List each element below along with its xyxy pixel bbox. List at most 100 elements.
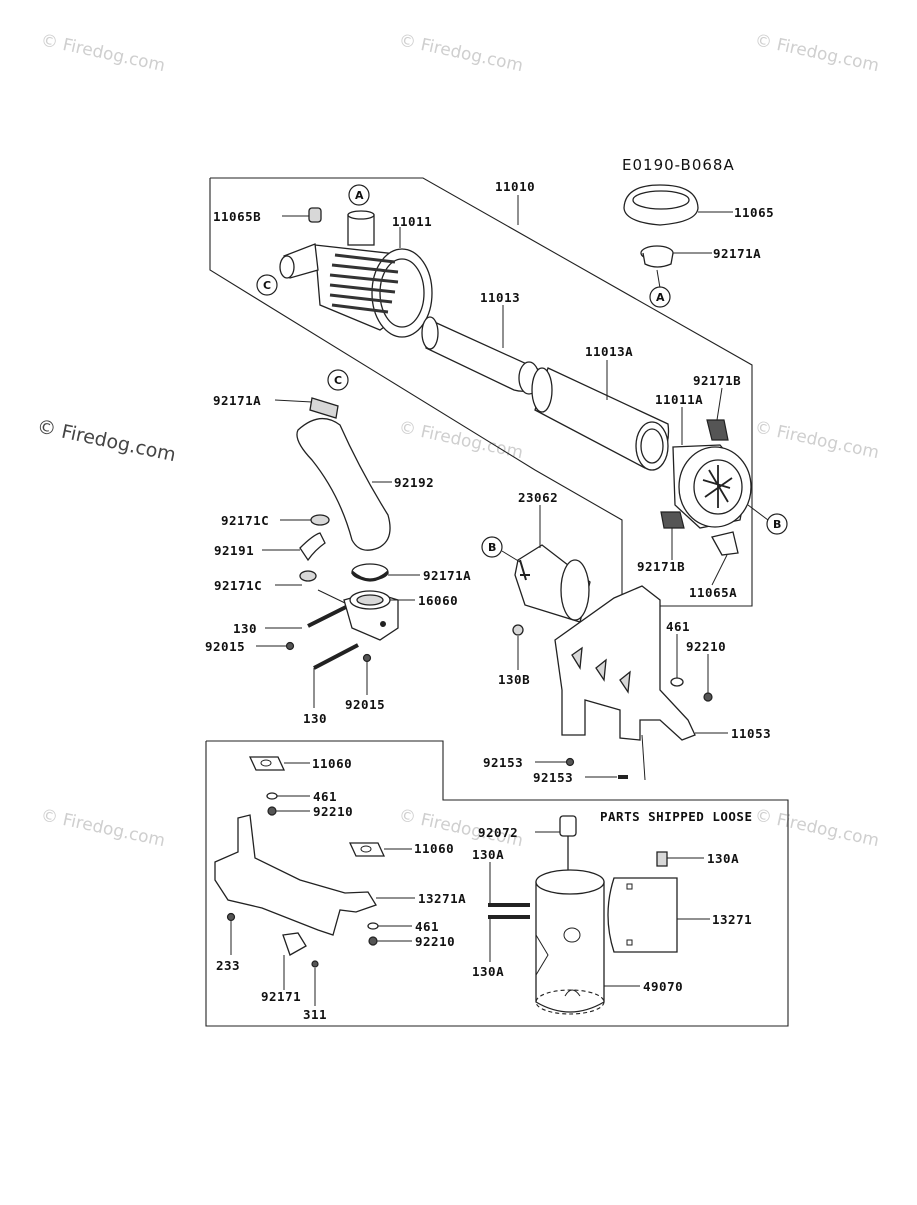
label-11065: 11065 [734, 205, 774, 220]
watermark-large: © Firedog.com [35, 415, 178, 466]
label-11011: 11011 [392, 214, 432, 229]
callout-b: B [481, 536, 503, 558]
nut-92210-top [703, 692, 713, 702]
clamp-92171c-2 [299, 570, 317, 582]
label-92210: 92210 [415, 934, 455, 949]
label-49070: 49070 [643, 979, 683, 994]
hose-92191 [299, 532, 326, 562]
label-92171b: 92171B [693, 373, 741, 388]
fitting-16060 [343, 590, 399, 641]
label-130a: 130A [707, 851, 739, 866]
loose-parts-title: PARTS SHIPPED LOOSE [600, 809, 753, 824]
label-92015: 92015 [345, 697, 385, 712]
label-92171a: 92171A [213, 393, 261, 408]
label-13271: 13271 [712, 912, 752, 927]
label-130a: 130A [472, 847, 504, 862]
label-92153: 92153 [483, 755, 523, 770]
callout-b: B [766, 513, 788, 535]
label-92171: 92171 [261, 989, 301, 1004]
label-11060: 11060 [312, 756, 352, 771]
cap-11065b [308, 207, 322, 223]
washer-461-mid [266, 792, 278, 800]
bracket-11053 [554, 585, 696, 741]
label-11060: 11060 [414, 841, 454, 856]
clamp-92072 [559, 815, 577, 875]
label-92072: 92072 [478, 825, 518, 840]
label-130b: 130B [498, 672, 530, 687]
washer-461-top [670, 677, 684, 687]
label-92191: 92191 [214, 543, 254, 558]
label-92153: 92153 [533, 770, 573, 785]
label-311: 311 [303, 1007, 327, 1022]
callout-c: C [256, 274, 278, 296]
label-11065b: 11065B [213, 209, 261, 224]
nut-92015-1 [285, 641, 295, 651]
clamp-92171a-top [640, 245, 674, 268]
watermark: © Firedog.com [39, 805, 167, 851]
label-92192: 92192 [394, 475, 434, 490]
label-92171b: 92171B [637, 559, 685, 574]
label-92210: 92210 [313, 804, 353, 819]
label-11053: 11053 [731, 726, 771, 741]
clamp-92171c-1 [310, 514, 330, 526]
callout-markers: A C A C B B [256, 184, 788, 563]
watermark: © Firedog.com [753, 805, 881, 851]
watermark: © Firedog.com [397, 30, 525, 76]
diagram-code: E0190-B068A [622, 156, 735, 174]
label-461: 461 [415, 919, 439, 934]
watermark: © Firedog.com [753, 30, 881, 76]
clip-92171b-bot [660, 511, 685, 529]
label-461: 461 [666, 619, 690, 634]
label-92210: 92210 [686, 639, 726, 654]
nut-92015-2 [362, 653, 372, 663]
bolt-130-1 [307, 605, 347, 628]
callout-a: A [348, 184, 370, 206]
watermark: © Firedog.com [753, 417, 881, 463]
label-130a: 130A [472, 964, 504, 979]
nut-92210-mid [267, 806, 277, 816]
bracket-13271a [214, 814, 377, 936]
label-92171a: 92171A [423, 568, 471, 583]
label-92171c: 92171C [214, 578, 262, 593]
label-23062: 23062 [518, 490, 558, 505]
svg-text:A: A [355, 189, 364, 202]
label-92171c: 92171C [221, 513, 269, 528]
label-11010: 11010 [495, 179, 535, 194]
hose-92192 [296, 418, 391, 551]
label-11011a: 11011A [655, 392, 703, 407]
svg-text:B: B [488, 541, 496, 554]
element-11013a [531, 367, 670, 471]
nut-92210-bot [368, 936, 378, 946]
label-130: 130 [233, 621, 257, 636]
loose-parts-frame [205, 740, 789, 1027]
muffler-49070 [535, 869, 605, 1015]
bolt-311 [311, 960, 319, 968]
label-130: 130 [303, 711, 327, 726]
cover-11011a [672, 444, 752, 529]
svg-text:C: C [334, 374, 342, 387]
valve-11065a [711, 531, 739, 556]
cap-11065 [623, 184, 699, 226]
clamp-92171 [282, 932, 307, 956]
callout-a: A [649, 286, 671, 308]
label-16060: 16060 [418, 593, 458, 608]
element-11013 [421, 316, 541, 395]
svg-text:C: C [263, 279, 271, 292]
label-92171a: 92171A [713, 246, 761, 261]
clamp-92171a-band [351, 563, 389, 582]
svg-text:A: A [656, 291, 665, 304]
bolt-130-2 [313, 643, 359, 670]
label-92015: 92015 [205, 639, 245, 654]
clamp-92171a-mid [309, 397, 339, 419]
part-labels: 11010 11065B 11011 11065 92171A 11013 11… [205, 179, 774, 1022]
washer-461-bot [367, 922, 379, 930]
callout-c: C [327, 369, 349, 391]
label-461: 461 [313, 789, 337, 804]
label-11013a: 11013A [585, 344, 633, 359]
band-23062 [514, 544, 591, 623]
label-13271a: 13271A [418, 891, 466, 906]
label-233: 233 [216, 958, 240, 973]
air-cleaner-housing [279, 210, 433, 338]
